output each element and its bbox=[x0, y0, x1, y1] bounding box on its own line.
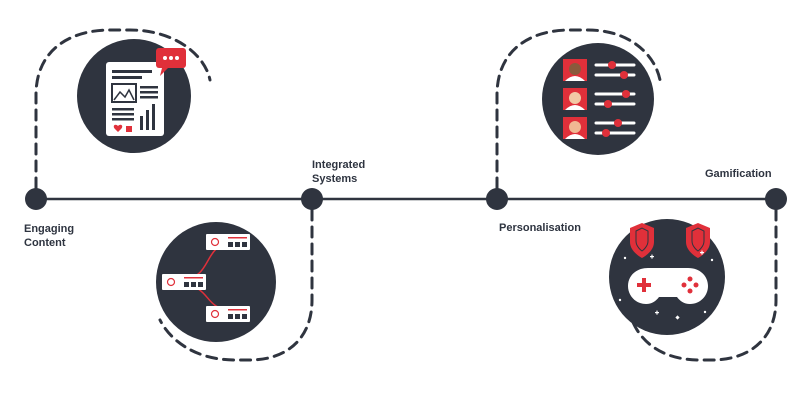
stage-label-line: Systems bbox=[312, 173, 358, 185]
stage-label-line: Gamification bbox=[705, 168, 772, 180]
stage-label-line: Personalisation bbox=[499, 222, 581, 234]
stage-label-engaging-content: Engaging Content bbox=[24, 222, 74, 250]
stage-label-personalisation: Personalisation bbox=[499, 221, 581, 235]
node-4 bbox=[765, 188, 787, 210]
stage-label-gamification: Gamification bbox=[705, 167, 772, 181]
user-preferences-icon bbox=[542, 43, 654, 155]
stage-label-line: Engaging bbox=[24, 223, 75, 235]
timeline-nodes bbox=[25, 188, 787, 210]
network-servers-icon bbox=[156, 222, 276, 342]
dashed-connectors bbox=[34, 28, 778, 362]
stage-label-integrated-systems: Integrated Systems bbox=[312, 158, 365, 186]
node-1 bbox=[25, 188, 47, 210]
document-chart-icon bbox=[77, 39, 191, 153]
game-controller-icon bbox=[609, 219, 725, 335]
node-3 bbox=[486, 188, 508, 210]
stage-label-line: Integrated bbox=[312, 159, 366, 171]
stage-label-line: Content bbox=[24, 237, 66, 249]
node-2 bbox=[301, 188, 323, 210]
